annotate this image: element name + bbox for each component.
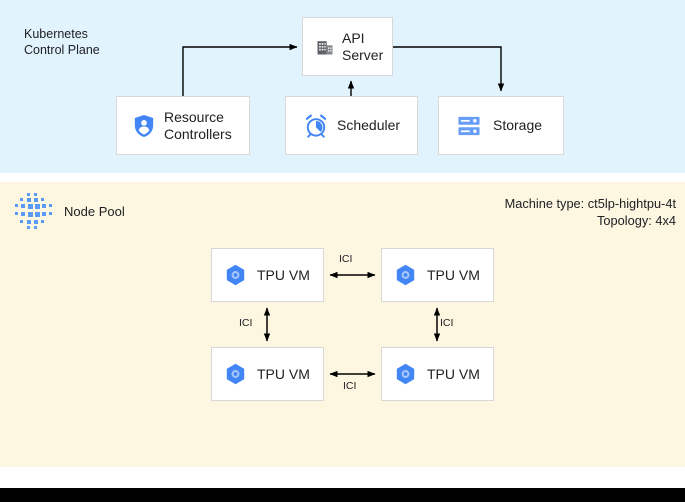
- scheduler-label: Scheduler: [337, 117, 401, 133]
- tpu-vm-label-1: TPU VM: [257, 266, 310, 283]
- api-server-label: API Server: [342, 29, 384, 63]
- tpu-vm-label-3: TPU VM: [257, 365, 310, 382]
- topology-text: Topology: 4x4: [597, 213, 676, 228]
- building-icon: [317, 40, 333, 54]
- server-rack-icon: [458, 116, 480, 135]
- tpu-vm-label-2: TPU VM: [427, 266, 480, 283]
- node-pool-panel: [0, 182, 685, 467]
- alarm-clock-icon: [305, 114, 327, 138]
- ici-label-bottom: ICI: [343, 380, 357, 392]
- resource-controllers-label: Resource Controllers: [164, 108, 232, 142]
- tpu-hexagon-icon: [396, 264, 415, 286]
- tpu-hexagon-icon: [226, 363, 245, 385]
- storage-node[interactable]: Storage: [438, 96, 564, 155]
- dot-cluster-icon: [15, 193, 52, 229]
- ici-label-right: ICI: [440, 317, 454, 329]
- ici-label-top: ICI: [339, 253, 353, 265]
- node-pool-label: Node Pool: [64, 204, 125, 219]
- storage-label: Storage: [493, 117, 543, 133]
- scheduler-node[interactable]: Scheduler: [285, 96, 418, 155]
- tpu-vm-node-1[interactable]: TPU VM: [211, 248, 324, 302]
- shield-person-icon: [134, 114, 154, 137]
- tpu-vm-node-4[interactable]: TPU VM: [381, 347, 494, 401]
- tpu-vm-node-2[interactable]: TPU VM: [381, 248, 494, 302]
- tpu-hexagon-icon: [396, 363, 415, 385]
- api-server-node[interactable]: API Server: [302, 17, 393, 76]
- node-pool-meta: Machine type: ct5lp-hightpu-4t Topology:…: [505, 195, 676, 229]
- ici-label-left: ICI: [239, 317, 253, 329]
- tpu-vm-label-4: TPU VM: [427, 365, 480, 382]
- machine-type-text: Machine type: ct5lp-hightpu-4t: [504, 196, 676, 211]
- bottom-bar: [0, 488, 685, 502]
- tpu-hexagon-icon: [226, 264, 245, 286]
- resource-controllers-node[interactable]: Resource Controllers: [116, 96, 250, 155]
- control-plane-label: Kubernetes Control Plane: [24, 27, 100, 57]
- tpu-vm-node-3[interactable]: TPU VM: [211, 347, 324, 401]
